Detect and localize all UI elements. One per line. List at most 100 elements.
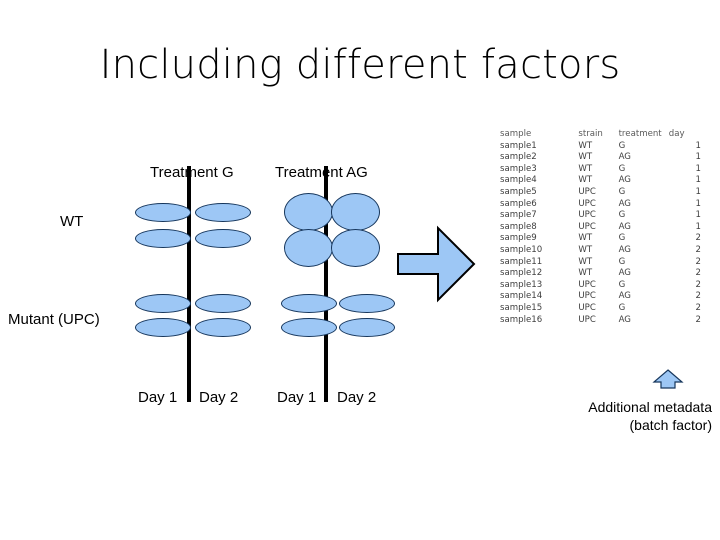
cell-sample: sample8 xyxy=(500,221,537,232)
cell-day: 1 xyxy=(695,175,701,186)
cell-treatment: G xyxy=(618,186,626,197)
cell-sample: sample15 xyxy=(500,302,543,313)
cell-strain: UPC xyxy=(578,210,596,221)
divider-line-treatment-g xyxy=(187,166,191,402)
sample-oval xyxy=(135,229,191,248)
cell-sample: sample13 xyxy=(500,279,543,290)
table-row: sample16 UPC AG 2 xyxy=(500,314,705,328)
divider-line-treatment-ag xyxy=(324,166,328,402)
table-row: sample10 WT AG 2 xyxy=(500,246,705,258)
cell-strain: UPC xyxy=(578,314,596,325)
table-header-row: sample strain treatment day xyxy=(500,130,705,142)
cell-strain: WT xyxy=(578,152,593,163)
cell-sample: sample2 xyxy=(500,152,537,163)
cell-day: 1 xyxy=(695,198,701,209)
column-header-sample: sample xyxy=(500,129,532,139)
sample-oval xyxy=(331,229,380,267)
column-header-day: day xyxy=(668,129,685,139)
cell-sample: sample5 xyxy=(500,186,537,197)
cell-day: 2 xyxy=(695,244,701,255)
cell-sample: sample12 xyxy=(500,268,543,279)
sample-oval xyxy=(331,193,380,231)
cell-sample: sample16 xyxy=(500,314,543,325)
page-title: Including different factors xyxy=(99,42,621,88)
table-row: sample3 WT G 1 xyxy=(500,163,705,177)
up-arrow-icon xyxy=(652,369,684,389)
cell-treatment: AG xyxy=(618,314,631,325)
cell-treatment: G xyxy=(618,302,626,313)
cell-strain: UPC xyxy=(578,198,596,209)
cell-strain: UPC xyxy=(578,186,596,197)
sample-oval xyxy=(195,229,251,248)
additional-metadata-caption: Additional metadata (batch factor) xyxy=(500,398,712,434)
cell-day: 1 xyxy=(695,152,701,163)
cell-sample: sample10 xyxy=(500,244,543,255)
row-label-mutant: Mutant (UPC) xyxy=(8,311,100,328)
cell-treatment: AG xyxy=(618,221,631,232)
cell-day: 2 xyxy=(695,256,701,267)
cell-day: 2 xyxy=(695,268,701,279)
cell-day: 2 xyxy=(695,302,701,313)
column-header-treatment: treatment xyxy=(618,129,662,139)
cell-sample: sample14 xyxy=(500,291,543,302)
table-row: sample5 UPC G 1 xyxy=(500,188,705,200)
column-header-strain: strain xyxy=(578,129,603,139)
cell-day: 1 xyxy=(695,221,701,232)
cell-day: 1 xyxy=(695,163,701,174)
treatment-heading-g: Treatment G xyxy=(150,164,234,181)
cell-day: 2 xyxy=(695,233,701,244)
cell-sample: sample3 xyxy=(500,163,537,174)
right-arrow-icon xyxy=(397,225,476,303)
cell-day: 2 xyxy=(695,314,701,325)
cell-treatment: G xyxy=(618,140,626,151)
cell-sample: sample7 xyxy=(500,210,537,221)
cell-strain: WT xyxy=(578,268,593,279)
cell-treatment: G xyxy=(618,163,626,174)
sample-oval xyxy=(195,294,251,313)
cell-treatment: AG xyxy=(618,175,631,186)
sample-oval xyxy=(135,318,191,337)
additional-metadata-line2: (batch factor) xyxy=(629,417,712,433)
sample-oval xyxy=(339,318,395,337)
cell-strain: WT xyxy=(578,256,593,267)
cell-strain: WT xyxy=(578,163,593,174)
table-row: sample7 UPC G 1 xyxy=(500,211,705,223)
cell-treatment: AG xyxy=(618,152,631,163)
sample-oval xyxy=(281,294,337,313)
sample-oval xyxy=(195,318,251,337)
sample-oval xyxy=(135,203,191,222)
table-row: sample2 WT AG 1 xyxy=(500,153,705,165)
cell-day: 2 xyxy=(695,291,701,302)
sample-oval xyxy=(135,294,191,313)
cell-strain: UPC xyxy=(578,221,596,232)
sample-oval xyxy=(284,193,333,231)
row-label-wt: WT xyxy=(60,213,84,230)
day-label-g-day2: Day 2 xyxy=(199,389,239,406)
cell-strain: WT xyxy=(578,233,593,244)
day-label-ag-day1: Day 1 xyxy=(277,389,317,406)
cell-strain: UPC xyxy=(578,291,596,302)
cell-day: 1 xyxy=(695,186,701,197)
cell-treatment: AG xyxy=(618,198,631,209)
cell-treatment: AG xyxy=(618,244,631,255)
cell-treatment: G xyxy=(618,210,626,221)
cell-sample: sample9 xyxy=(500,233,537,244)
sample-oval xyxy=(281,318,337,337)
table-row: sample8 UPC AG 1 xyxy=(500,221,705,235)
treatment-heading-ag: Treatment AG xyxy=(275,164,368,181)
cell-day: 1 xyxy=(695,210,701,221)
cell-sample: sample4 xyxy=(500,175,537,186)
additional-metadata-line1: Additional metadata xyxy=(588,399,712,415)
cell-treatment: G xyxy=(618,279,626,290)
cell-treatment: AG xyxy=(618,268,631,279)
cell-strain: WT xyxy=(578,244,593,255)
